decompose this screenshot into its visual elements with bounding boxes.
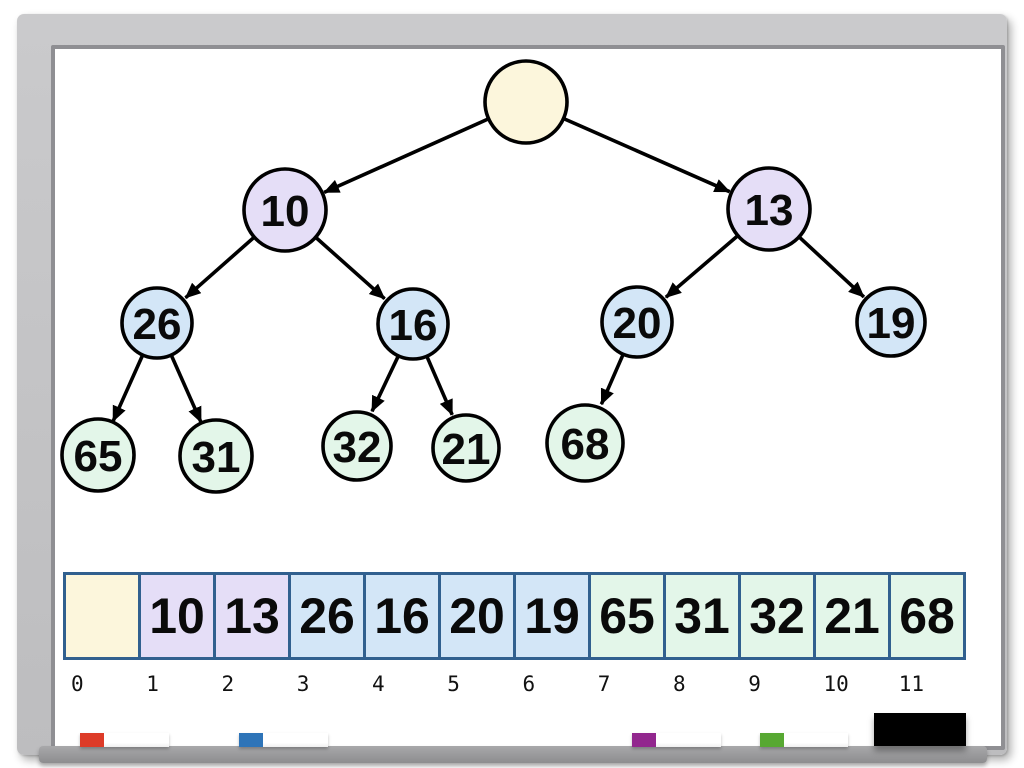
tree-node-65: 65 — [60, 417, 136, 493]
tree-node-68-label: 68 — [561, 420, 610, 469]
marker-tray — [39, 746, 987, 763]
tree-edge-10-16 — [313, 235, 386, 301]
tree-node-19-label: 19 — [867, 299, 916, 348]
tree-node-65-circle — [60, 417, 136, 493]
green-marker-cap-icon — [760, 733, 784, 747]
tree-node-root-circle — [483, 59, 569, 145]
tree-edges — [111, 116, 866, 424]
tree-edge-13-19 — [797, 234, 866, 299]
array-cell-4: 16 — [366, 575, 441, 657]
array-index-6: 6 — [522, 672, 536, 696]
tree-node-26-circle — [120, 286, 194, 360]
array-cell-5: 20 — [441, 575, 516, 657]
tree-node-26: 26 — [120, 286, 194, 360]
tree-node-19: 19 — [855, 286, 927, 358]
tree-node-20: 20 — [600, 285, 674, 359]
tree-node-16-circle — [376, 287, 450, 361]
array-cell-8: 31 — [666, 575, 741, 657]
green-marker-body — [784, 733, 848, 747]
array-index-8: 8 — [673, 672, 686, 696]
array-cell-3: 26 — [291, 575, 366, 657]
tree-node-68: 68 — [545, 403, 625, 483]
tree-node-19-circle — [855, 286, 927, 358]
purple-marker-cap-icon — [632, 733, 656, 747]
tree-node-16: 16 — [376, 287, 450, 361]
tree-edge-26-65 — [111, 354, 145, 423]
array-index-7: 7 — [597, 672, 611, 696]
tree-edge-16-21 — [425, 355, 454, 416]
tree-edge-26-31 — [169, 354, 203, 424]
tree-node-26-label: 26 — [133, 300, 182, 349]
red-marker-body — [104, 733, 169, 747]
array-cell-2: 13 — [216, 575, 291, 657]
tree-nodes: 10 13 26 16 20 19 — [60, 59, 927, 494]
array-cell-1: 10 — [141, 575, 216, 657]
array-index-3: 3 — [296, 672, 310, 696]
array-cell-0 — [66, 575, 141, 657]
tree-edge-16-32 — [370, 355, 401, 413]
tree-node-21: 21 — [431, 413, 501, 483]
blue-marker-body — [263, 733, 328, 747]
tree-node-13-circle — [726, 166, 812, 252]
tree-node-32-label: 32 — [333, 423, 382, 472]
tree-node-65-label: 65 — [74, 432, 123, 481]
tree-node-32-circle — [321, 410, 393, 482]
red-marker-cap-icon — [80, 733, 104, 747]
tree-node-10-label: 10 — [261, 187, 310, 236]
array-index-11: 11 — [898, 672, 925, 696]
array-cell-7: 65 — [591, 575, 666, 657]
array-index-5: 5 — [447, 672, 460, 696]
tree-edge-13-20 — [664, 233, 740, 299]
tree-node-31-circle — [178, 418, 254, 494]
array-index-0: 0 — [71, 672, 84, 696]
tree-node-13: 13 — [726, 166, 812, 252]
tree-node-31-label: 31 — [192, 433, 241, 482]
array-index-9: 9 — [748, 672, 761, 696]
array-index-2: 2 — [221, 672, 235, 696]
tree-node-21-label: 21 — [442, 425, 491, 474]
green-marker — [760, 733, 848, 747]
blue-marker — [239, 733, 328, 747]
purple-marker — [632, 733, 721, 747]
array-index-1: 1 — [146, 672, 159, 696]
tree-edge-root-13 — [561, 116, 731, 194]
tree-node-10-circle — [242, 167, 328, 253]
tree-edge-root-10 — [323, 116, 491, 195]
heap-array: 10 13 26 16 20 19 65 31 32 21 68 — [63, 572, 966, 660]
array-index-10: 10 — [823, 672, 849, 696]
tree-node-10: 10 — [242, 167, 328, 253]
array-cell-10: 21 — [816, 575, 891, 657]
tree-node-32: 32 — [321, 410, 393, 482]
tree-node-20-circle — [600, 285, 674, 359]
tree-edge-10-26 — [184, 235, 257, 300]
tree-node-root — [483, 59, 569, 145]
eraser — [874, 713, 966, 746]
blue-marker-cap-icon — [239, 733, 263, 747]
tree-node-13-label: 13 — [745, 186, 794, 235]
tree-node-68-circle — [545, 403, 625, 483]
tree-node-16-label: 16 — [389, 301, 438, 350]
red-marker — [80, 733, 169, 747]
tree-node-20-label: 20 — [613, 299, 662, 348]
array-cell-9: 32 — [741, 575, 816, 657]
tree-node-21-circle — [431, 413, 501, 483]
heap-tree-diagram: 10 13 26 16 20 19 — [60, 59, 927, 494]
array-index-4: 4 — [372, 672, 385, 696]
array-cell-11: 68 — [891, 575, 963, 657]
array-index-row: 0 1 2 3 4 5 6 7 8 9 10 11 — [63, 672, 966, 696]
purple-marker-body — [656, 733, 721, 747]
array-cell-6: 19 — [516, 575, 591, 657]
tree-edge-20-68 — [599, 353, 625, 406]
tree-node-31: 31 — [178, 418, 254, 494]
